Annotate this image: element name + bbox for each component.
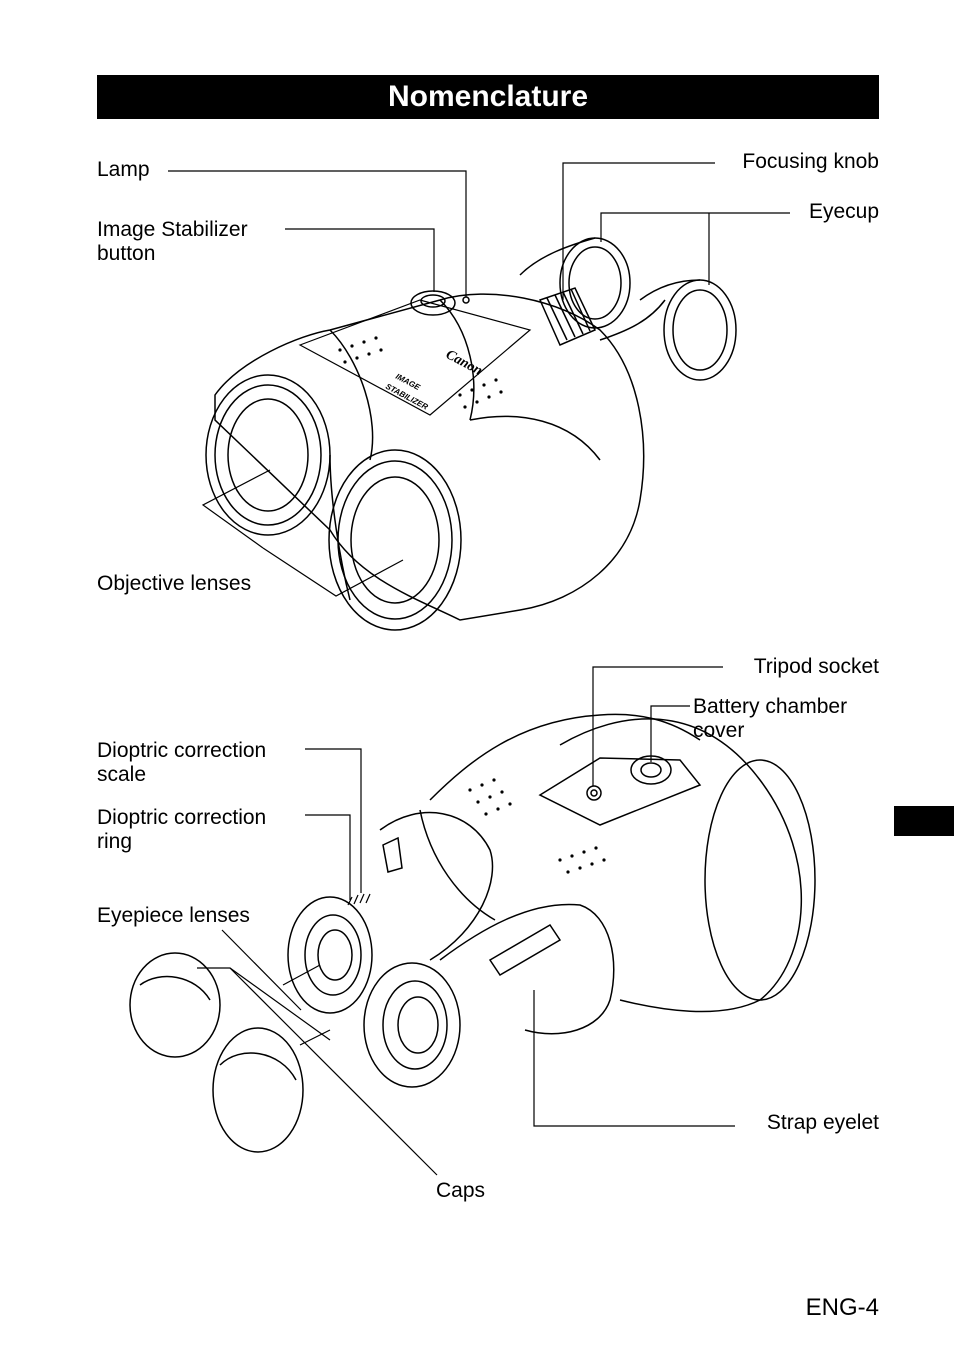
lamp-indicator <box>462 296 470 304</box>
label-line: scale <box>97 763 147 786</box>
lens-cap-2 <box>212 1027 304 1153</box>
battery-chamber-cover <box>538 757 702 826</box>
image-stabilizer-button <box>410 290 456 316</box>
objective-lens-right <box>328 449 462 631</box>
label-line: Dioptric correction <box>97 739 267 762</box>
label-line: button <box>97 242 156 265</box>
label-strap-eyelet: Strap eyelet <box>766 1111 879 1134</box>
label-line: ring <box>97 830 133 853</box>
canon-logo: Canon <box>443 347 485 379</box>
binoculars-front-view <box>205 237 737 631</box>
section-title: Nomenclature <box>97 75 879 119</box>
leader-lines-bottom <box>197 666 735 1176</box>
strap-eyelet <box>488 923 562 977</box>
label-image-stabilizer-button: Image Stabilizer button <box>97 218 248 266</box>
label-tripod-socket: Tripod socket <box>753 655 879 678</box>
binoculars-rear-view <box>129 713 816 1153</box>
label-line: Image Stabilizer <box>97 218 248 241</box>
label-line: cover <box>693 719 745 742</box>
label-line: Battery chamber <box>693 695 848 718</box>
label-lamp: Lamp <box>97 158 150 181</box>
label-dioptric-correction-ring: Dioptric correction ring <box>97 806 266 854</box>
label-objective-lenses: Objective lenses <box>97 572 252 595</box>
eyepiece-lens-left <box>287 896 373 1014</box>
lens-cap-1 <box>129 952 221 1058</box>
label-line: Dioptric correction <box>97 806 267 829</box>
grip-texture <box>338 336 606 874</box>
tripod-socket <box>586 785 602 801</box>
page-number: ENG-4 <box>805 1294 879 1321</box>
eyepiece-lens-right <box>363 962 461 1088</box>
label-dioptric-correction-scale: Dioptric correction scale <box>97 739 266 787</box>
dioptric-scale <box>347 893 371 906</box>
section-tab-marker <box>894 806 954 836</box>
label-eyepiece-lenses: Eyepiece lenses <box>97 904 250 927</box>
label-eyecup: Eyecup <box>808 200 879 223</box>
label-caps: Caps <box>436 1179 486 1202</box>
leader-lines-top <box>168 162 790 597</box>
label-battery-chamber-cover: Battery chamber cover <box>693 695 847 743</box>
objective-lens-left <box>205 374 331 536</box>
label-focusing-knob: Focusing knob <box>742 150 879 173</box>
